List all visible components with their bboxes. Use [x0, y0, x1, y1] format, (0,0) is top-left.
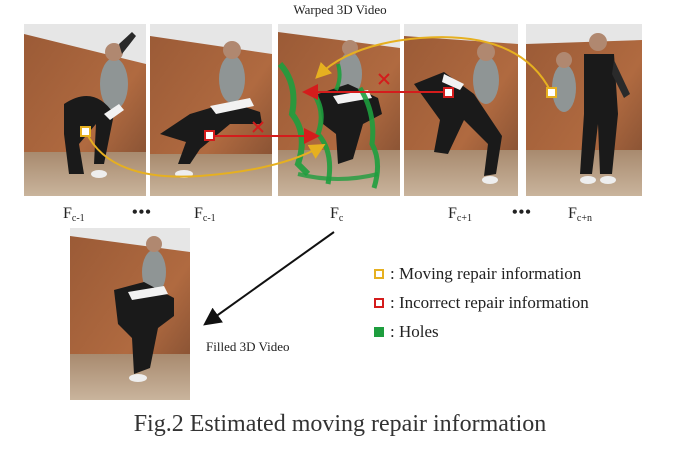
frame-label-4: Fc+1 — [448, 205, 472, 224]
moving-repair-arrow-left — [85, 131, 326, 178]
frame-label-3: Fc — [330, 205, 344, 224]
frame-label-1: Fc-1 — [63, 205, 85, 224]
incorrect-cross-left — [252, 121, 264, 133]
ellipsis-right: ••• — [512, 204, 532, 221]
frame-label-5: Fc+n — [568, 205, 592, 224]
legend-holes-label: : Holes — [390, 322, 439, 341]
video-frame-fc-warped — [278, 24, 400, 196]
legend-moving-swatch — [374, 269, 384, 279]
legend-incorrect: : Incorrect repair information — [374, 293, 589, 313]
legend-incorrect-label: : Incorrect repair information — [390, 293, 589, 312]
filled-video-arrow — [203, 231, 335, 326]
incorrect-repair-marker-right — [443, 87, 454, 98]
filled-video-frame — [70, 228, 190, 400]
legend-holes-swatch — [374, 327, 384, 337]
legend-incorrect-swatch — [374, 298, 384, 308]
incorrect-cross-right — [378, 73, 390, 85]
legend-holes: : Holes — [374, 322, 439, 342]
warped-video-title: Warped 3D Video — [293, 2, 387, 17]
moving-repair-marker-left — [80, 126, 91, 137]
filled-video-title: Filled 3D Video — [206, 339, 290, 354]
moving-repair-marker-right — [546, 87, 557, 98]
legend-moving-label: : Moving repair information — [390, 264, 582, 283]
moving-repair-arrow-right — [315, 36, 552, 93]
video-frame-fc-plus-1 — [404, 24, 518, 196]
ellipsis-left: ••• — [132, 204, 152, 221]
figure-caption: Fig.2 Estimated moving repair informatio… — [133, 411, 547, 437]
legend-moving: : Moving repair information — [374, 264, 581, 284]
frame-label-2: Fc-1 — [194, 205, 216, 224]
incorrect-repair-marker-left — [204, 130, 215, 141]
video-frame-fc-plus-n — [526, 24, 642, 196]
